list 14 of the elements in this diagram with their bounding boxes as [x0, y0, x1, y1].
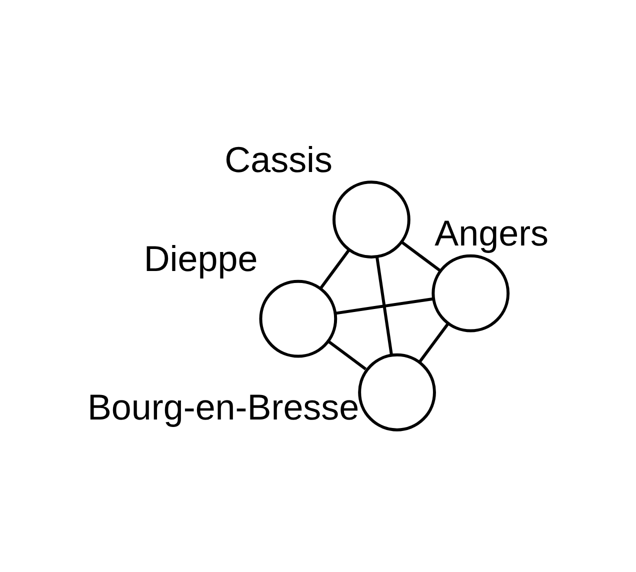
node-circle	[358, 352, 436, 431]
node-circle	[258, 279, 337, 358]
connector	[418, 322, 449, 363]
connector	[334, 296, 433, 314]
node-label: Cassis	[224, 138, 332, 180]
connector	[375, 256, 392, 355]
node-label: Angers	[434, 212, 548, 254]
node-circle	[332, 180, 410, 258]
node-circle	[431, 254, 510, 332]
node-label: Bourg-en-Bresse	[86, 386, 359, 428]
connector	[318, 248, 350, 289]
connector	[326, 340, 366, 370]
node-label: Dieppe	[143, 238, 258, 279]
connector	[400, 240, 441, 272]
